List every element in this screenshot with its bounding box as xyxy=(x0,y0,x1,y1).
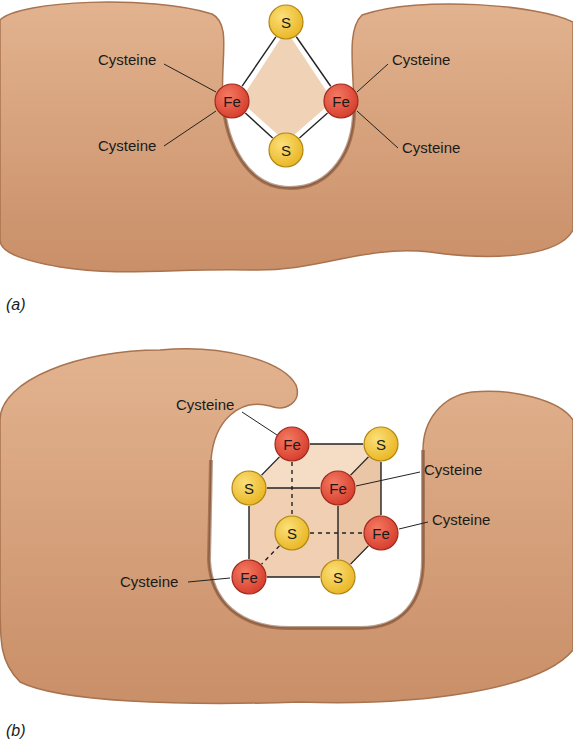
element-symbol: S xyxy=(231,470,267,506)
element-symbol: Fe xyxy=(231,559,267,595)
sulfur-atom: S xyxy=(268,132,304,168)
bond-line xyxy=(248,506,249,559)
bond-line xyxy=(310,443,363,444)
protein-surface xyxy=(0,2,573,272)
element-symbol: Fe xyxy=(214,83,250,119)
sulfur-atom: S xyxy=(274,515,310,551)
bond-line xyxy=(242,37,276,86)
element-symbol: Fe xyxy=(363,515,399,551)
element-symbol: Fe xyxy=(274,426,310,462)
residue-label: Cysteine xyxy=(98,137,156,155)
element-symbol: S xyxy=(320,559,356,595)
sulfur-atom: S xyxy=(231,470,267,506)
sulfur-atom: S xyxy=(363,426,399,462)
sulfur-atom: S xyxy=(268,4,304,40)
bond-line xyxy=(262,457,280,475)
bond-line xyxy=(310,532,363,533)
bond-line xyxy=(267,487,320,488)
residue-label: Cysteine xyxy=(432,511,490,529)
residue-label: Cysteine xyxy=(98,51,156,69)
iron-atom: Fe xyxy=(320,470,356,506)
bond-line xyxy=(245,113,272,138)
element-symbol: Fe xyxy=(320,470,356,506)
residue-label: Cysteine xyxy=(424,461,482,479)
bond-line xyxy=(267,576,320,577)
iron-atom: Fe xyxy=(274,426,310,462)
residue-label: Cysteine xyxy=(392,51,450,69)
cluster-face xyxy=(240,30,333,142)
iron-atom: Fe xyxy=(231,559,267,595)
iron-atom: Fe xyxy=(323,83,359,119)
bond-line xyxy=(296,37,330,86)
element-symbol: Fe xyxy=(323,83,359,119)
cube-face xyxy=(338,444,381,577)
leader-lines xyxy=(164,64,428,582)
element-symbol: S xyxy=(268,4,304,40)
iron-atom: Fe xyxy=(214,83,250,119)
bond-line xyxy=(351,457,369,475)
sulfur-atom: S xyxy=(320,559,356,595)
element-symbol: S xyxy=(363,426,399,462)
iron-atom: Fe xyxy=(363,515,399,551)
residue-label: Cysteine xyxy=(402,139,460,157)
bond-line xyxy=(262,546,280,564)
residue-label: Cysteine xyxy=(176,396,234,414)
bond-line xyxy=(291,462,292,515)
panel-label: (b) xyxy=(6,722,26,740)
panel-label: (a) xyxy=(6,296,26,314)
element-symbol: S xyxy=(268,132,304,168)
bond-line xyxy=(351,546,369,564)
bond-line xyxy=(299,113,327,138)
cube-face xyxy=(249,488,338,577)
residue-label: Cysteine xyxy=(120,573,178,591)
protein-surface xyxy=(0,349,573,704)
bond-line xyxy=(337,506,338,559)
bond-line xyxy=(380,462,381,515)
element-symbol: S xyxy=(274,515,310,551)
